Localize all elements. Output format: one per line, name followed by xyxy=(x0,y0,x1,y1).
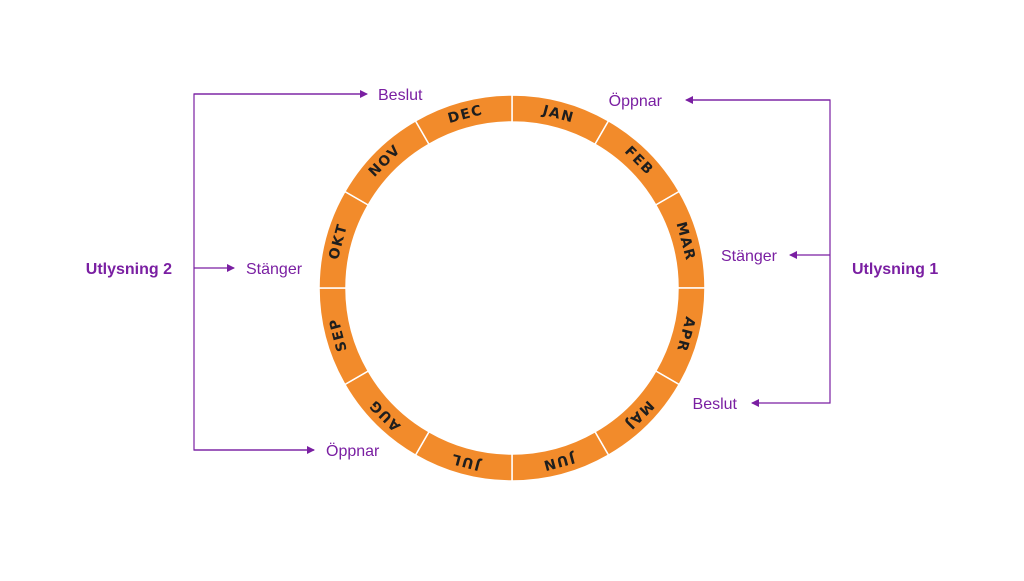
utlysning-1-opens-label: Öppnar xyxy=(609,92,663,110)
utlysning-2-label: Utlysning 2 xyxy=(86,261,172,278)
utlysning-2-decision-label: Beslut xyxy=(378,87,423,104)
utlysning-2-opens-label: Öppnar xyxy=(326,442,380,460)
utlysning-2-group: Beslut Stänger Öppnar Utlysning 2 xyxy=(86,87,423,460)
month-label-jul: JUL xyxy=(449,450,483,473)
utlysning-1-group: Öppnar Stänger Beslut Utlysning 1 xyxy=(609,92,939,413)
utlysning-1-label: Utlysning 1 xyxy=(852,261,938,278)
month-segment-dec xyxy=(414,94,513,146)
utlysning-2-closes-label: Stänger xyxy=(246,261,303,278)
utlysning-1-closes-label: Stänger xyxy=(721,248,778,265)
utlysning-1-decision-label: Beslut xyxy=(693,396,738,413)
